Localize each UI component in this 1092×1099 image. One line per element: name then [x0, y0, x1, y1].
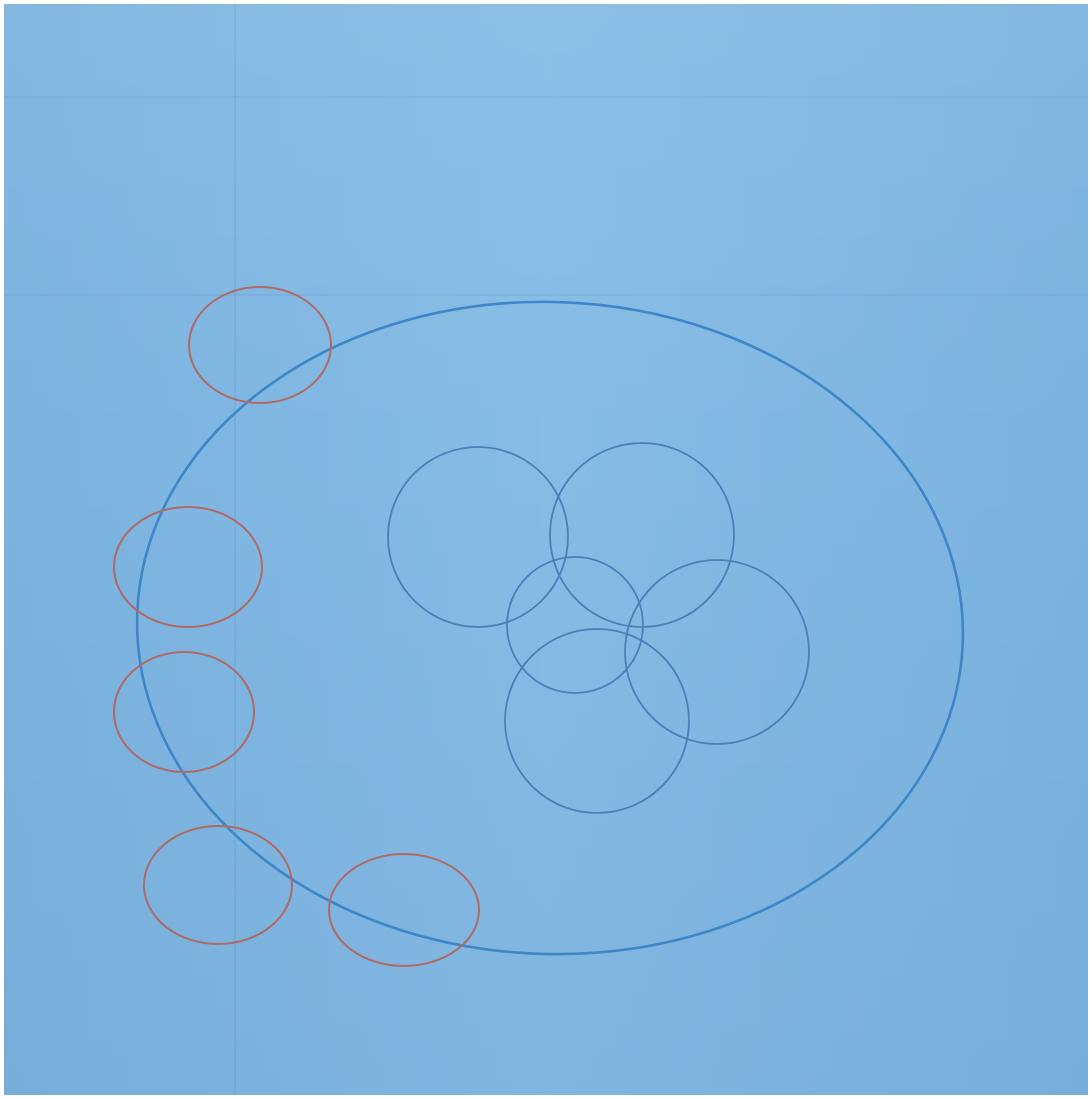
inner-circle-2	[549, 442, 735, 628]
inner-circle-shape	[506, 556, 644, 694]
outer-circle-shape	[328, 853, 480, 967]
paper-fold-line	[234, 4, 236, 1095]
outer-circle-group	[113, 286, 480, 967]
outer-circle-shape	[113, 506, 263, 628]
outer-circle-shape	[188, 286, 332, 404]
inner-circle-4	[624, 559, 810, 745]
inner-circle-1	[387, 446, 569, 628]
paper-fold-line	[4, 96, 1088, 98]
community-boundary-circle	[135, 300, 965, 956]
inner-circle-shape	[624, 559, 810, 745]
paper-fold-line	[4, 294, 1088, 296]
outer-circle-shape	[143, 825, 293, 945]
outer-circle-3	[113, 651, 255, 773]
inner-circle-3	[506, 556, 644, 694]
inner-circle-shape	[504, 628, 690, 814]
inner-circle-shape	[387, 446, 569, 628]
outer-circle-2	[113, 506, 263, 628]
outer-circle-shape	[113, 651, 255, 773]
inner-circle-group	[387, 442, 810, 814]
outer-circle-5	[328, 853, 480, 967]
outer-circle-4	[143, 825, 293, 945]
inner-circle-5	[504, 628, 690, 814]
paper-sheet	[4, 4, 1088, 1095]
outer-circle-1	[188, 286, 332, 404]
inner-circle-shape	[549, 442, 735, 628]
